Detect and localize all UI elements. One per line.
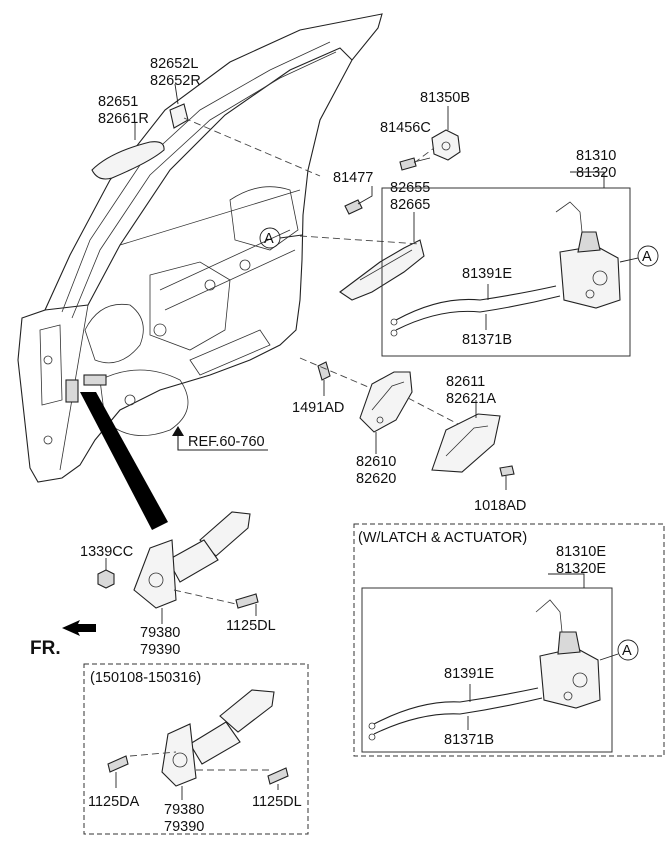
ref-label: REF.60-760 xyxy=(188,434,265,450)
clip-1491ad xyxy=(299,357,381,396)
cable-81391e xyxy=(390,284,561,337)
screw-1018ad xyxy=(499,465,515,490)
label-1491AD: 1491AD xyxy=(292,400,344,416)
handle-cover xyxy=(431,400,501,473)
label-81320: 81320 xyxy=(576,165,616,181)
label-82611: 82611 xyxy=(446,374,485,390)
outside-handle xyxy=(91,83,321,180)
inside-handle-bracket xyxy=(299,212,425,301)
label-82620: 82620 xyxy=(356,471,396,487)
latch-box-title: (W/LATCH & ACTUATOR) xyxy=(358,530,527,546)
door-latch-actuator-e: A xyxy=(535,599,639,709)
label-1125DL: 1125DL xyxy=(226,618,276,634)
door-checker-b xyxy=(129,689,275,800)
svg-text:A: A xyxy=(264,231,274,247)
label-79390: 79390 xyxy=(140,642,180,658)
date-range-section xyxy=(83,663,309,835)
nut-1339cc xyxy=(97,558,115,589)
label-81310: 81310 xyxy=(576,148,616,164)
label-81391E: 81391E xyxy=(462,266,512,282)
label-79380-b: 79380 xyxy=(164,802,204,818)
label-79380: 79380 xyxy=(140,625,180,641)
svg-text:A: A xyxy=(622,643,632,659)
front-direction-indicator: FR. xyxy=(30,620,96,659)
label-1125DL-b: 1125DL xyxy=(252,794,302,810)
cable-81391e-b xyxy=(368,684,543,741)
label-82665: 82665 xyxy=(390,197,430,213)
fr-label: FR. xyxy=(30,638,61,659)
label-81456C: 81456C xyxy=(380,120,431,136)
label-82652L: 82652L xyxy=(150,56,198,72)
label-81310E: 81310E xyxy=(556,544,606,560)
label-1125DA: 1125DA xyxy=(88,794,140,810)
label-81371B: 81371B xyxy=(462,332,512,348)
bolt-1125dl xyxy=(235,593,259,616)
label-81391E-b: 81391E xyxy=(444,666,494,682)
date-box-title: (150108-150316) xyxy=(90,670,201,686)
door-checker xyxy=(133,511,251,624)
label-81371B-b: 81371B xyxy=(444,732,494,748)
latch-box xyxy=(381,171,631,357)
label-82621A: 82621A xyxy=(446,391,496,407)
ref-callout: REF.60-760 xyxy=(172,426,268,451)
door-panel xyxy=(17,13,383,483)
cover-plate xyxy=(431,106,461,161)
label-82652R: 82652R xyxy=(150,73,201,89)
label-82651: 82651 xyxy=(98,94,138,110)
bolt-81477 xyxy=(344,186,373,215)
front-arrow-icon xyxy=(62,620,96,636)
label-81320E: 81320E xyxy=(556,561,606,577)
bolt-1125dl-b xyxy=(267,767,289,790)
label-1339CC: 1339CC xyxy=(80,544,133,560)
label-82661R: 82661R xyxy=(98,111,149,127)
zoom-wedge xyxy=(80,392,168,530)
door-latch-actuator: A xyxy=(555,201,659,309)
svg-text:A: A xyxy=(642,249,652,265)
inside-handle xyxy=(359,371,459,454)
label-1018AD: 1018AD xyxy=(474,498,526,514)
label-79390-b: 79390 xyxy=(164,819,204,835)
label-82610: 82610 xyxy=(356,454,396,470)
screw-81456c xyxy=(399,147,435,171)
reference-circle-a-door: A xyxy=(259,227,303,249)
bolt-1125da xyxy=(107,755,129,788)
label-81350B: 81350B xyxy=(420,90,470,106)
label-81477: 81477 xyxy=(333,170,373,186)
latch-actuator-section xyxy=(353,523,665,757)
